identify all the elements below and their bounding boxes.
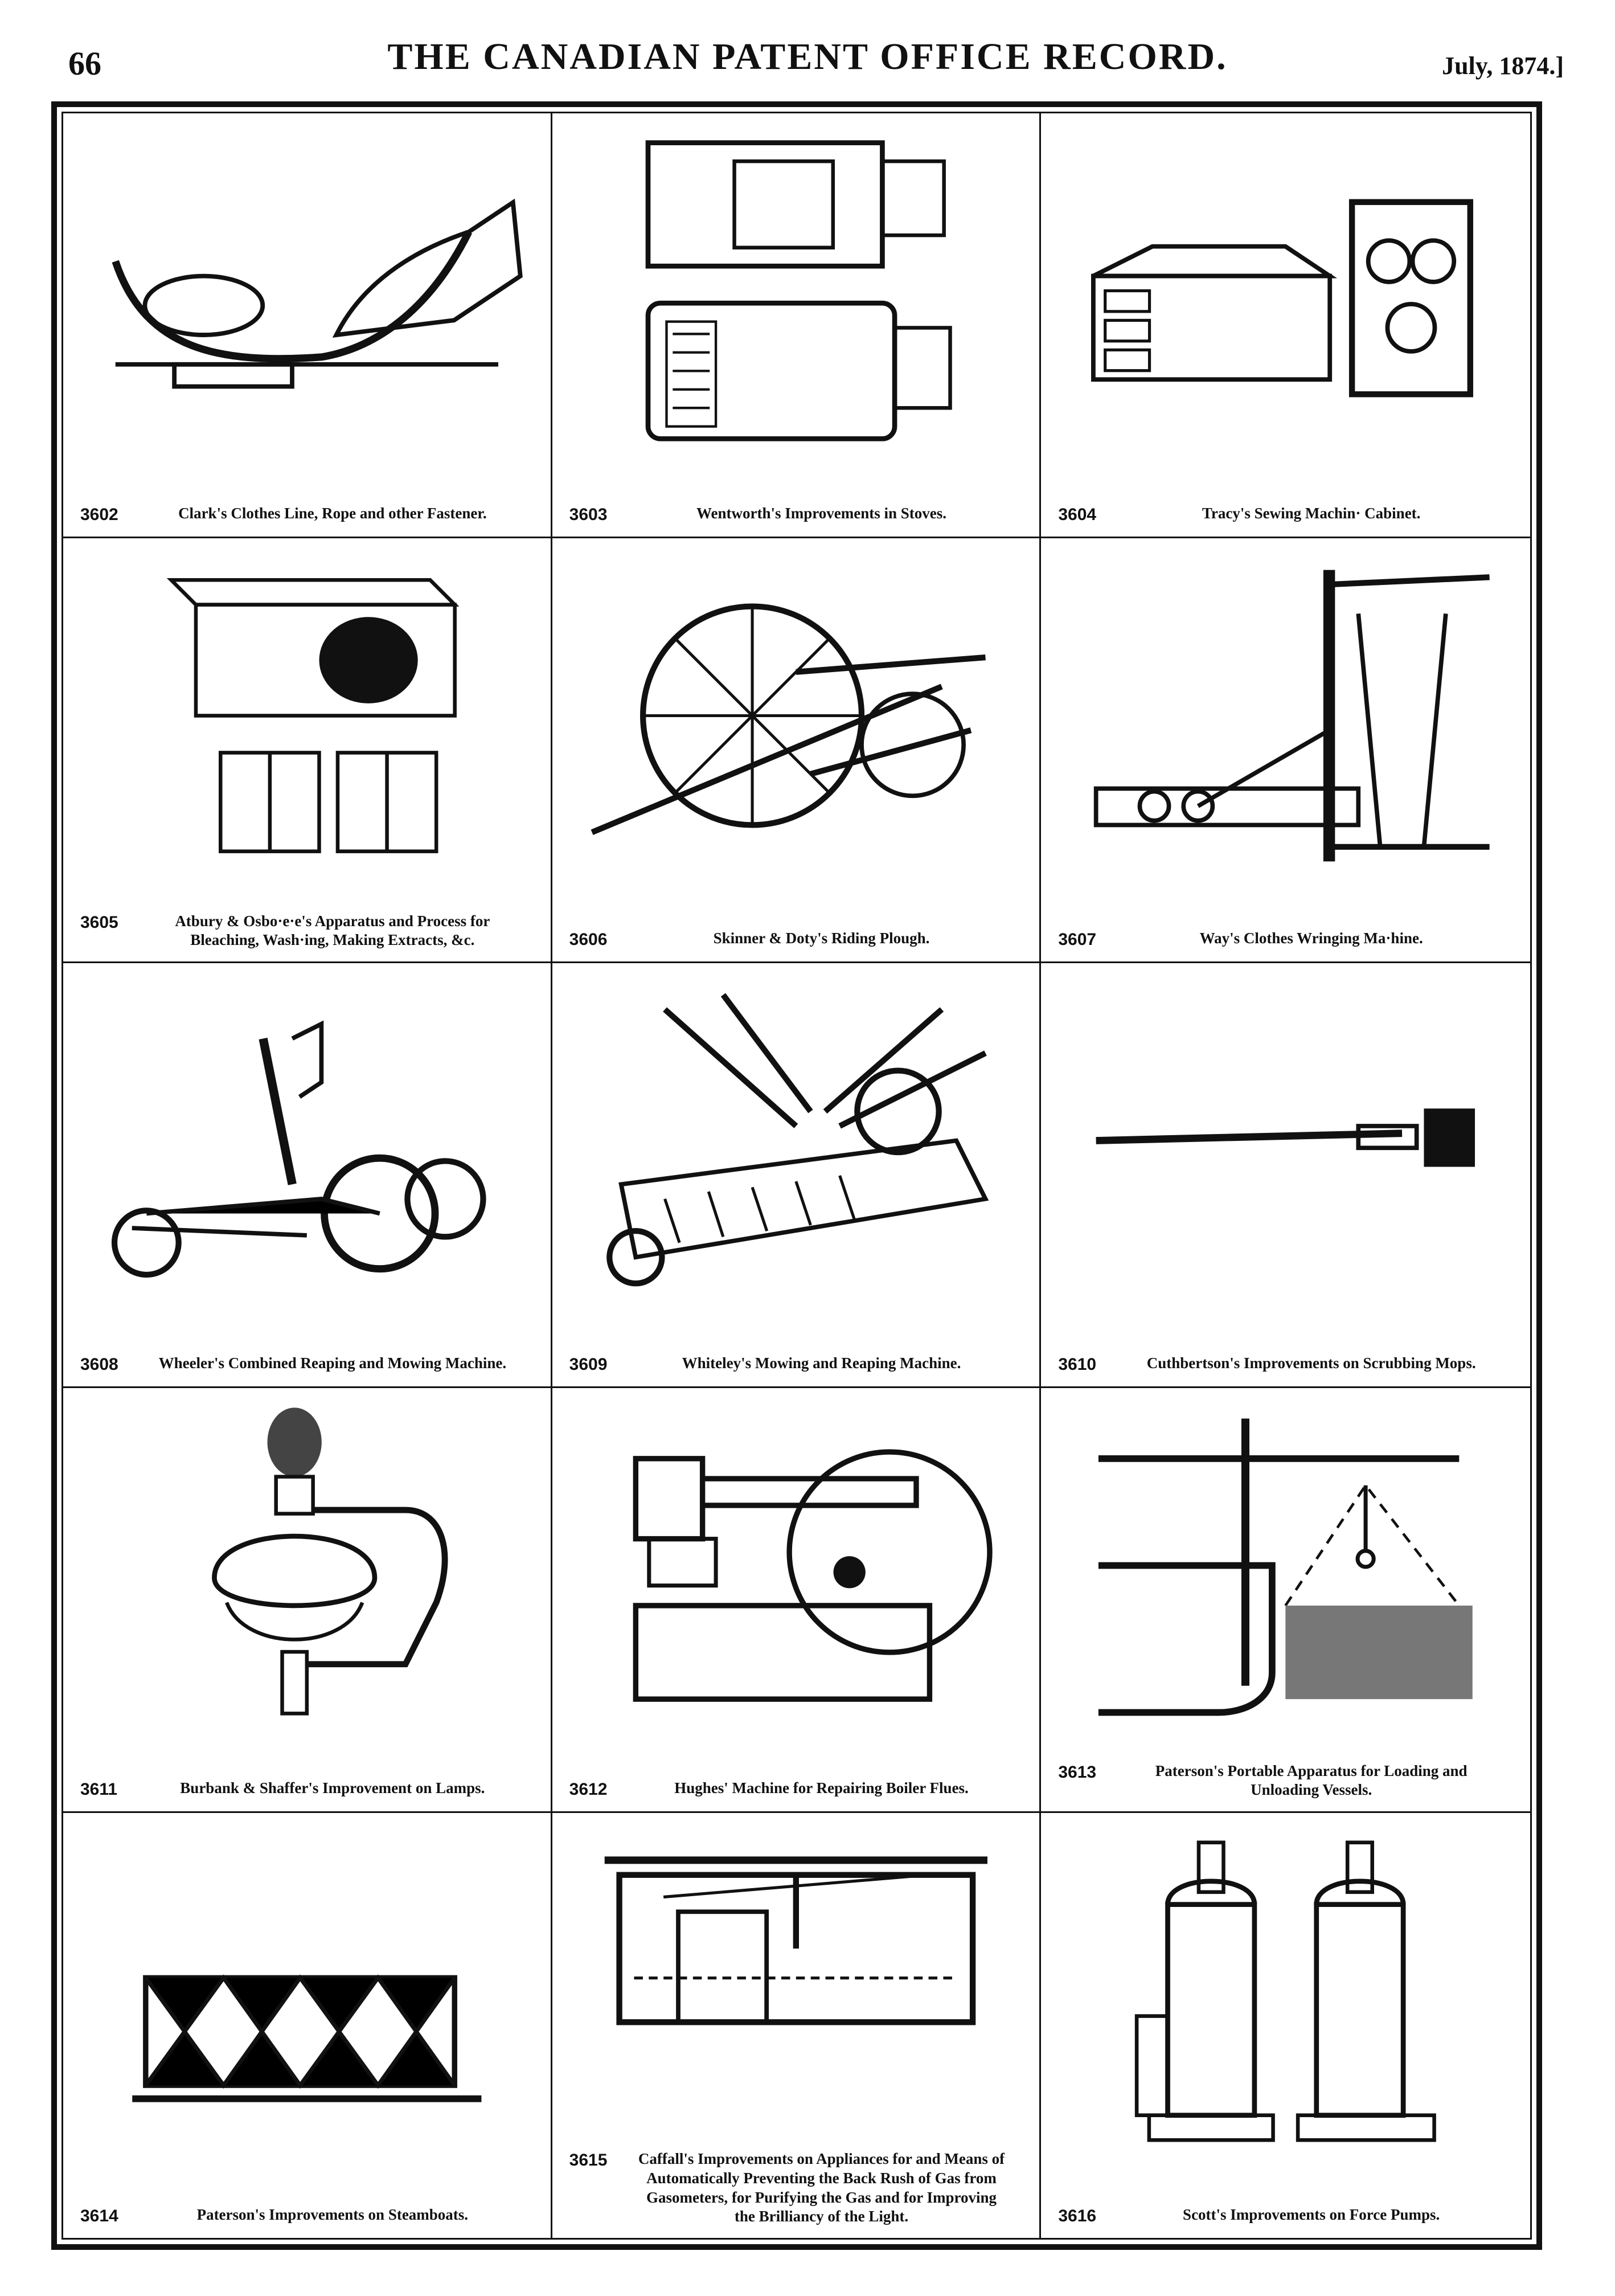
patent-number: 3607 bbox=[1058, 930, 1097, 949]
patent-cell: 3607 Way's Clothes Wringing Ma·hine. bbox=[1041, 538, 1530, 963]
patent-caption: 3606 Skinner & Doty's Riding Plough. bbox=[569, 929, 1023, 951]
patent-cell: 3611 Burbank & Shaffer's Improvement on … bbox=[63, 1388, 552, 1813]
patent-title: Paterson's Improvements on Steamboats. bbox=[196, 2205, 469, 2223]
stove-icon bbox=[575, 130, 1017, 451]
sewing-cabinet-icon bbox=[1064, 130, 1507, 451]
patent-caption: 3616 Scott's Improvements on Force Pumps… bbox=[1058, 2205, 1513, 2227]
page-number: 66 bbox=[68, 45, 101, 82]
patent-cell: 3610 Cuthbertson's Improvements on Scrub… bbox=[1041, 963, 1530, 1388]
patent-caption: 3610 Cuthbertson's Improvements on Scrub… bbox=[1058, 1354, 1513, 1376]
patent-caption: 3608 Wheeler's Combined Reaping and Mowi… bbox=[80, 1354, 534, 1376]
patent-cell: 3603 Wentworth's Improvements in Stoves. bbox=[552, 113, 1042, 538]
loading-apparatus-icon bbox=[1064, 1405, 1507, 1726]
clothes-line-fastener-icon bbox=[86, 130, 528, 451]
plate-frame: 3602 Clark's Clothes Line, Rope and othe… bbox=[51, 101, 1542, 2250]
patent-number: 3606 bbox=[569, 930, 608, 949]
patent-cell: 3604 Tracy's Sewing Machin· Cabinet. bbox=[1041, 113, 1530, 538]
patent-cell: 3612 Hughes' Machine for Repairing Boile… bbox=[552, 1388, 1042, 1813]
patent-title: Atbury & Osbo·e·e's Apparatus and Proces… bbox=[175, 912, 490, 949]
patent-title: Way's Clothes Wringing Ma·hine. bbox=[1199, 929, 1423, 947]
patent-title: Clark's Clothes Line, Rope and other Fas… bbox=[178, 504, 487, 522]
patent-caption: 3605 Atbury & Osbo·e·e's Apparatus and P… bbox=[80, 912, 534, 951]
patent-title: Tracy's Sewing Machin· Cabinet. bbox=[1202, 504, 1421, 522]
steamboat-icon bbox=[86, 1830, 528, 2152]
page-header: 66 THE CANADIAN PATENT OFFICE RECORD. Ju… bbox=[0, 0, 1615, 97]
patent-title: Burbank & Shaffer's Improvement on Lamps… bbox=[180, 1779, 485, 1796]
patent-title: Wentworth's Improvements in Stoves. bbox=[696, 504, 946, 522]
patent-cell: 3605 Atbury & Osbo·e·e's Apparatus and P… bbox=[63, 538, 552, 963]
patent-grid: 3602 Clark's Clothes Line, Rope and othe… bbox=[63, 113, 1530, 2238]
patent-cell: 3609 Whiteley's Mowing and Reaping Machi… bbox=[552, 963, 1042, 1388]
patent-number: 3603 bbox=[569, 505, 608, 524]
boiler-flue-machine-icon bbox=[575, 1405, 1017, 1726]
patent-caption: 3609 Whiteley's Mowing and Reaping Machi… bbox=[569, 1354, 1023, 1376]
patent-number: 3613 bbox=[1058, 1762, 1097, 1782]
bleaching-apparatus-icon bbox=[86, 555, 528, 876]
patent-title: Paterson's Portable Apparatus for Loadin… bbox=[1155, 1762, 1468, 1799]
force-pump-icon bbox=[1064, 1830, 1507, 2152]
reaper-mower-icon bbox=[86, 980, 528, 1301]
patent-cell: 3606 Skinner & Doty's Riding Plough. bbox=[552, 538, 1042, 963]
patent-caption: 3615 Caffall's Improvements on Appliance… bbox=[569, 2150, 1023, 2227]
gas-appliance-icon bbox=[575, 1830, 1017, 2067]
patent-number: 3611 bbox=[80, 1779, 118, 1799]
plate-inner-border: 3602 Clark's Clothes Line, Rope and othe… bbox=[62, 112, 1532, 2240]
patent-caption: 3604 Tracy's Sewing Machin· Cabinet. bbox=[1058, 504, 1513, 526]
patent-number: 3610 bbox=[1058, 1354, 1097, 1374]
patent-title: Whiteley's Mowing and Reaping Machine. bbox=[682, 1354, 961, 1372]
patent-title: Hughes' Machine for Repairing Boiler Flu… bbox=[674, 1779, 969, 1796]
patent-number: 3612 bbox=[569, 1779, 608, 1799]
patent-title: Skinner & Doty's Riding Plough. bbox=[713, 929, 930, 947]
patent-caption: 3607 Way's Clothes Wringing Ma·hine. bbox=[1058, 929, 1513, 951]
patent-caption: 3612 Hughes' Machine for Repairing Boile… bbox=[569, 1779, 1023, 1800]
patent-number: 3608 bbox=[80, 1354, 118, 1374]
patent-number: 3615 bbox=[569, 2151, 608, 2170]
patent-title: Caffall's Improvements on Appliances for… bbox=[638, 2150, 1005, 2225]
patent-cell: 3614 Paterson's Improvements on Steamboa… bbox=[63, 1813, 552, 2238]
patent-number: 3614 bbox=[80, 2206, 118, 2225]
patent-caption: 3602 Clark's Clothes Line, Rope and othe… bbox=[80, 504, 534, 526]
journal-title: THE CANADIAN PATENT OFFICE RECORD. bbox=[387, 36, 1228, 77]
patent-number: 3609 bbox=[569, 1354, 608, 1374]
issue-date: July, 1874.] bbox=[1442, 52, 1564, 80]
patent-number: 3602 bbox=[80, 505, 118, 524]
patent-cell: 3616 Scott's Improvements on Force Pumps… bbox=[1041, 1813, 1530, 2238]
mowing-machine-icon bbox=[575, 980, 1017, 1301]
patent-title: Wheeler's Combined Reaping and Mowing Ma… bbox=[158, 1354, 507, 1372]
patent-cell: 3602 Clark's Clothes Line, Rope and othe… bbox=[63, 113, 552, 538]
patent-caption: 3613 Paterson's Portable Apparatus for L… bbox=[1058, 1762, 1513, 1800]
patent-title: Cuthbertson's Improvements on Scrubbing … bbox=[1146, 1354, 1476, 1372]
patent-caption: 3614 Paterson's Improvements on Steamboa… bbox=[80, 2205, 534, 2227]
patent-number: 3605 bbox=[80, 912, 118, 932]
scrubbing-mop-icon bbox=[1064, 980, 1507, 1301]
patent-cell: 3615 Caffall's Improvements on Appliance… bbox=[552, 1813, 1042, 2238]
patent-number: 3604 bbox=[1058, 505, 1097, 524]
riding-plough-icon bbox=[575, 555, 1017, 876]
patent-title: Scott's Improvements on Force Pumps. bbox=[1183, 2205, 1440, 2223]
clothes-wringer-icon bbox=[1064, 555, 1507, 876]
patent-cell: 3608 Wheeler's Combined Reaping and Mowi… bbox=[63, 963, 552, 1388]
patent-number: 3616 bbox=[1058, 2206, 1097, 2225]
lamp-icon bbox=[86, 1405, 528, 1726]
patent-cell: 3613 Paterson's Portable Apparatus for L… bbox=[1041, 1388, 1530, 1813]
patent-caption: 3611 Burbank & Shaffer's Improvement on … bbox=[80, 1779, 534, 1800]
patent-caption: 3603 Wentworth's Improvements in Stoves. bbox=[569, 504, 1023, 526]
